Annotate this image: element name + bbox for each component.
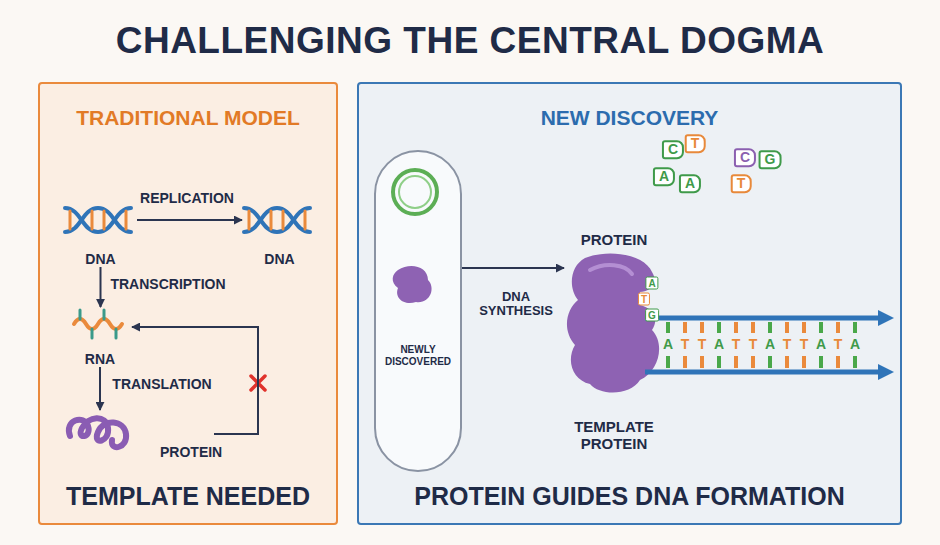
nucleotide-tag: T (685, 134, 706, 153)
nucleotide-tag: T (638, 293, 650, 306)
node-text: NEWLY DISCOVERED (384, 344, 452, 367)
node-text: PROTEIN (160, 444, 222, 460)
node-text: DNA (64, 251, 137, 267)
discovery-panel: NEW DISCOVERY PROTEIN GUIDES DNA FORMATIO… (357, 82, 902, 525)
base-letter: T (800, 337, 809, 352)
dna-node: DNA (242, 197, 317, 267)
protein-node: PROTEIN (64, 410, 214, 464)
base-letter: T (749, 337, 758, 352)
template-protein-node: PROTEINTEMPLATE PROTEIN (564, 227, 664, 452)
nucleotide-tag: A (645, 277, 658, 290)
base-letter: T (681, 337, 690, 352)
nucleotide-tag: C (734, 148, 756, 167)
edge-label: REPLICATION (122, 191, 252, 206)
edge-label: TRANSCRIPTION (98, 277, 238, 292)
nucleotide-tag: G (645, 309, 659, 322)
nucleotide-tag: C (662, 140, 684, 159)
node-text: TRADITIONAL MODEL (40, 106, 336, 130)
nucleotide-tag: G (759, 150, 782, 169)
base-letter: A (850, 337, 860, 352)
node-subtext: TEMPLATE NEEDED (40, 482, 336, 511)
base-letter: T (834, 337, 843, 352)
nucleotide-tag: A (679, 174, 701, 193)
node-text: RNA (68, 351, 132, 367)
base-letter: A (663, 337, 673, 352)
edge-label: TRANSLATION (97, 377, 227, 392)
node-text: NEW DISCOVERY (359, 106, 900, 130)
node-subtext: PROTEIN GUIDES DNA FORMATION (359, 482, 900, 511)
bacterium-cell: NEWLY DISCOVERED (374, 150, 462, 472)
base-letter: T (783, 337, 792, 352)
base-letter: A (765, 337, 775, 352)
node-subtext: TEMPLATE PROTEIN (564, 418, 664, 453)
model-panel: TRADITIONAL MODEL TEMPLATE NEEDED DNA DNA RN… (38, 82, 338, 525)
base-letter: T (698, 337, 707, 352)
base-letter: T (732, 337, 741, 352)
rna-node: RNA (68, 307, 132, 367)
diagram-title: CHALLENGING THE CENTRAL DOGMA (0, 20, 940, 62)
dna-node: DNA (64, 197, 137, 267)
base-letter: A (816, 337, 826, 352)
nucleotide-tag: T (731, 174, 752, 193)
edge-label: DNA SYNTHESIS (477, 290, 555, 319)
nucleotide-tag: A (653, 167, 675, 186)
node-text: DNA (242, 251, 317, 267)
node-text: PROTEIN (554, 231, 674, 248)
base-letter: A (714, 337, 724, 352)
